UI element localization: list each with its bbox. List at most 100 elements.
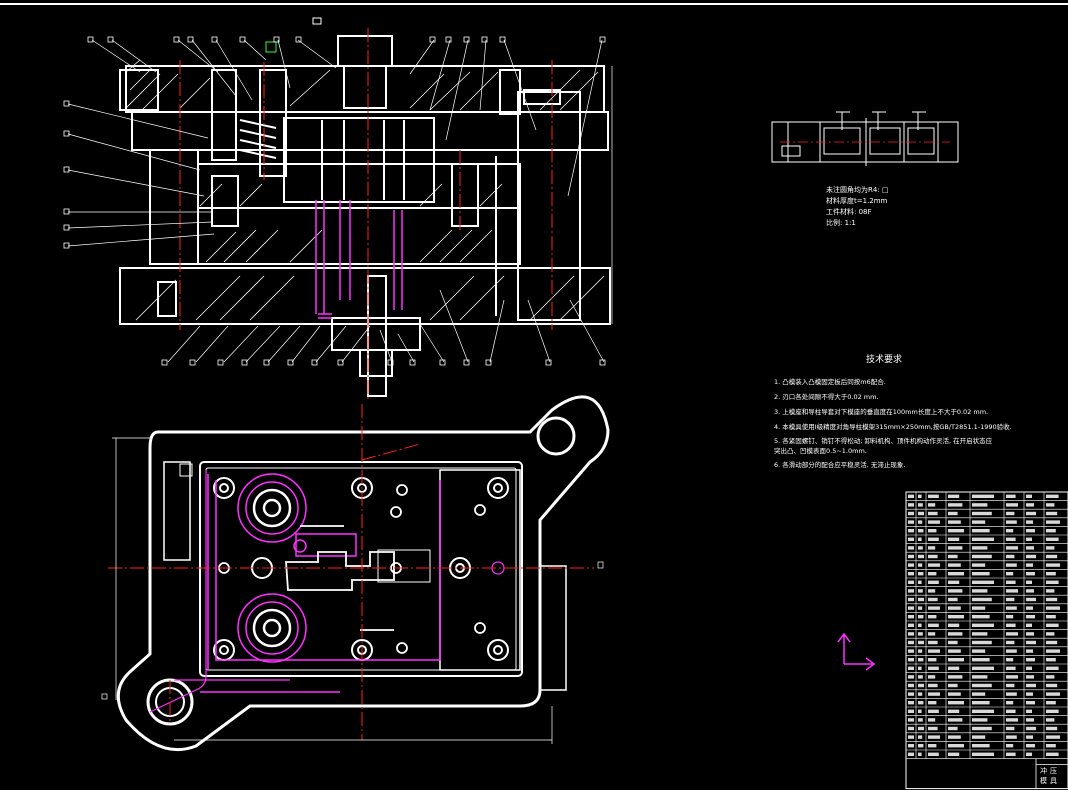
bom-cell-text <box>1046 572 1056 576</box>
bom-cell-text <box>1006 597 1015 602</box>
bom-cell-text <box>1046 546 1055 550</box>
ucs-icon[interactable] <box>837 632 876 671</box>
bom-cell-text <box>928 511 938 516</box>
bom-cell-text <box>918 554 924 559</box>
tech-item: 突出凸、凹模表面0.5~1.0mm. <box>774 446 867 455</box>
die-section-view[interactable] <box>119 17 611 397</box>
bom-cell-text <box>1006 563 1017 567</box>
bom-cell-text <box>908 744 914 748</box>
bom-cell-text <box>918 752 922 756</box>
bom-cell-text <box>908 546 914 550</box>
bom-cell-text <box>1046 615 1056 619</box>
bom-cell-text <box>928 666 939 670</box>
bom-cell-text <box>1046 718 1055 722</box>
title-block-text: 冲 压 模 具 <box>1040 766 1057 785</box>
bom-cell-text <box>908 615 914 619</box>
bom-cell-text <box>1026 640 1036 645</box>
bom-cell-text <box>928 615 937 619</box>
spring <box>239 119 277 159</box>
bom-cell-text <box>1006 520 1017 524</box>
bom-cell-text <box>972 666 994 670</box>
bom-cell-text <box>1026 537 1032 541</box>
part-note-line-1: 未注圆角均为R4: □ <box>826 185 889 194</box>
bom-cell-text <box>908 623 914 627</box>
bom-cell-text <box>918 615 924 619</box>
bom-cell-text <box>908 597 914 602</box>
lower-die-base <box>119 267 611 325</box>
bom-cell-text <box>908 580 914 584</box>
bom-cell-text <box>918 658 924 662</box>
tech-requirements: 技术要求 1. 凸模装入凸模固定板后同按m6配合. 2. 刃口各处间隙不得大于0… <box>774 353 1012 469</box>
guide-bush-right-cap <box>499 69 521 115</box>
bom-cell-text <box>1006 511 1015 516</box>
bom-cell-text <box>1006 589 1018 593</box>
bom-cell-text <box>972 752 994 756</box>
bom-cell-text <box>1026 589 1034 593</box>
bom-cell-text <box>928 572 937 576</box>
bom-cell-text <box>908 563 914 567</box>
bom-cell-text <box>1006 503 1018 507</box>
tech-item: 3. 上模座和导柱导套对下模座的垂直度在100mm长度上不大于0.02 mm. <box>774 407 988 416</box>
bom-cell-text <box>948 709 960 713</box>
upper-die-base-left-hatch <box>119 69 159 111</box>
bom-cell-text <box>1026 494 1032 498</box>
bom-cell-text <box>948 658 964 662</box>
bom-cell-text <box>918 709 922 713</box>
bom-cell-text <box>1046 726 1058 731</box>
bom-cell-text <box>908 640 914 645</box>
bom-cell-text <box>928 649 940 653</box>
section-hidden-parts <box>315 200 403 319</box>
bom-cell-text <box>972 529 990 533</box>
bom-cell-text <box>948 675 963 679</box>
bom-cell-text <box>928 503 936 507</box>
bom-cell-text <box>928 597 938 602</box>
bom-cell-text <box>1006 537 1016 541</box>
bom-cell-text <box>918 744 924 748</box>
bom-cell-text <box>928 683 938 688</box>
tech-item: 4. 本模具使用Ⅰ级精度对角导柱模架315mm×250mm,按GB/T2851.… <box>774 422 1012 431</box>
bom-cell-text <box>1046 537 1059 541</box>
bom-cell-text <box>1026 503 1034 507</box>
bom-cell-text <box>918 735 923 739</box>
grip-marker[interactable] <box>265 41 277 53</box>
bom-cell-text <box>928 752 939 756</box>
die-plan-view[interactable] <box>116 395 610 752</box>
bom-cell-text <box>1026 726 1036 731</box>
bom-cell-text <box>918 503 923 507</box>
bom-cell-text <box>1046 494 1059 498</box>
bom-cell-text <box>1046 640 1058 645</box>
bom-cell-text <box>1026 623 1032 627</box>
bom-cell-text <box>948 726 958 731</box>
bom-cell-text <box>1046 683 1058 688</box>
bom-cell-text <box>1006 640 1015 645</box>
punch-holder-plate <box>131 111 609 151</box>
bom-cell-text <box>918 640 924 645</box>
bom-cell-text <box>908 537 914 541</box>
bom-cell-text <box>1006 744 1014 748</box>
guide-pillar-hole-right <box>536 416 576 456</box>
bom-cell-text <box>1026 752 1032 756</box>
screw-right <box>451 163 479 227</box>
bom-cell-text <box>1006 752 1016 756</box>
plan-punch-profile <box>218 484 486 654</box>
bom-cell-text <box>1046 623 1059 627</box>
bom-cell-text <box>948 580 960 584</box>
bom-cell-text <box>928 623 939 627</box>
bom-cell-text <box>948 692 961 696</box>
bom-cell-text <box>1006 632 1018 636</box>
bom-cell-text <box>1006 701 1014 705</box>
bom-cell-text <box>1026 649 1033 653</box>
bom-cell-text <box>918 589 923 593</box>
bom-cell-text <box>972 606 986 610</box>
bom-cell-text <box>1026 511 1036 516</box>
bom-cell-text <box>1006 494 1016 498</box>
bom-cell-text <box>928 606 940 610</box>
bom-cell-text <box>928 580 939 584</box>
bom-cell-text <box>908 692 914 696</box>
ejector-nut-plate <box>331 317 421 351</box>
tech-item: 2. 刃口各处间隙不得大于0.02 mm. <box>774 392 879 401</box>
guide-bush-right-ring <box>523 89 561 105</box>
tech-item: 6. 各滑动部分的配合应平稳灵活, 无滞止现象. <box>774 460 905 469</box>
title-block-cell: 具 <box>1050 777 1057 785</box>
